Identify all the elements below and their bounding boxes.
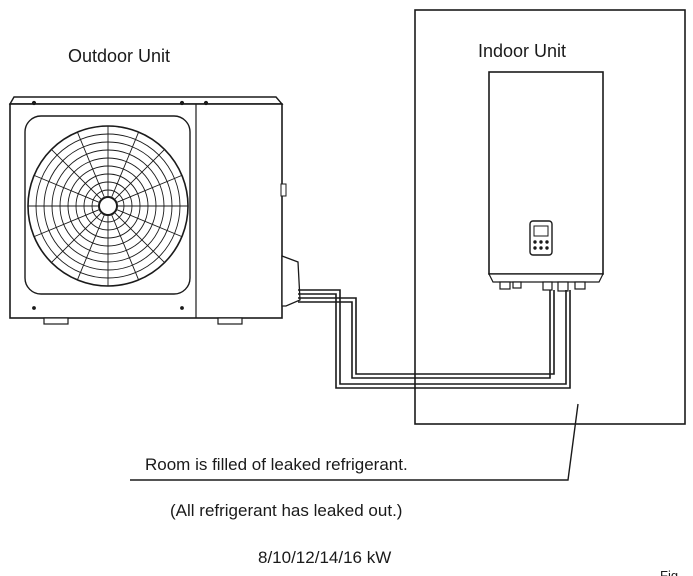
leader-line bbox=[130, 403, 579, 481]
room-note-label: Room is filled of leaked refrigerant. bbox=[145, 455, 408, 474]
fan-grille-spoke bbox=[117, 209, 183, 238]
fan-grille-spoke bbox=[114, 149, 165, 200]
fan-icon bbox=[27, 125, 189, 287]
pipe-outer-inner bbox=[298, 290, 571, 389]
fan-grille-spoke bbox=[114, 212, 165, 263]
refrigerant-pipes bbox=[298, 289, 571, 389]
fan-grille-spoke bbox=[51, 149, 102, 200]
pipe-outer bbox=[298, 289, 567, 385]
outdoor-unit-label: Outdoor Unit bbox=[68, 46, 170, 66]
indoor-unit bbox=[488, 71, 604, 292]
fig-label: Fig bbox=[660, 568, 678, 576]
room-boundary bbox=[414, 9, 686, 425]
fan-grille-spoke bbox=[111, 215, 140, 281]
fan-hub bbox=[98, 196, 118, 216]
pipe-inner bbox=[298, 290, 555, 375]
service-valve-box bbox=[281, 255, 301, 307]
fan-grille-spoke bbox=[33, 174, 99, 203]
capacity-label: 8/10/12/14/16 kW bbox=[258, 548, 391, 567]
indoor-unit-label: Indoor Unit bbox=[478, 41, 566, 61]
fan-grille-spoke bbox=[76, 131, 105, 197]
outdoor-unit bbox=[8, 96, 301, 325]
fan-grille-spoke bbox=[51, 212, 102, 263]
pipe-inner-inner bbox=[298, 290, 551, 379]
fan-grille-spoke bbox=[117, 174, 183, 203]
fan-grille-spoke bbox=[76, 215, 105, 281]
outdoor-unit-lid bbox=[8, 96, 284, 105]
fan-grille-spoke bbox=[33, 209, 99, 238]
fan-grille-spoke bbox=[111, 131, 140, 197]
leak-note-label: (All refrigerant has leaked out.) bbox=[170, 501, 402, 520]
